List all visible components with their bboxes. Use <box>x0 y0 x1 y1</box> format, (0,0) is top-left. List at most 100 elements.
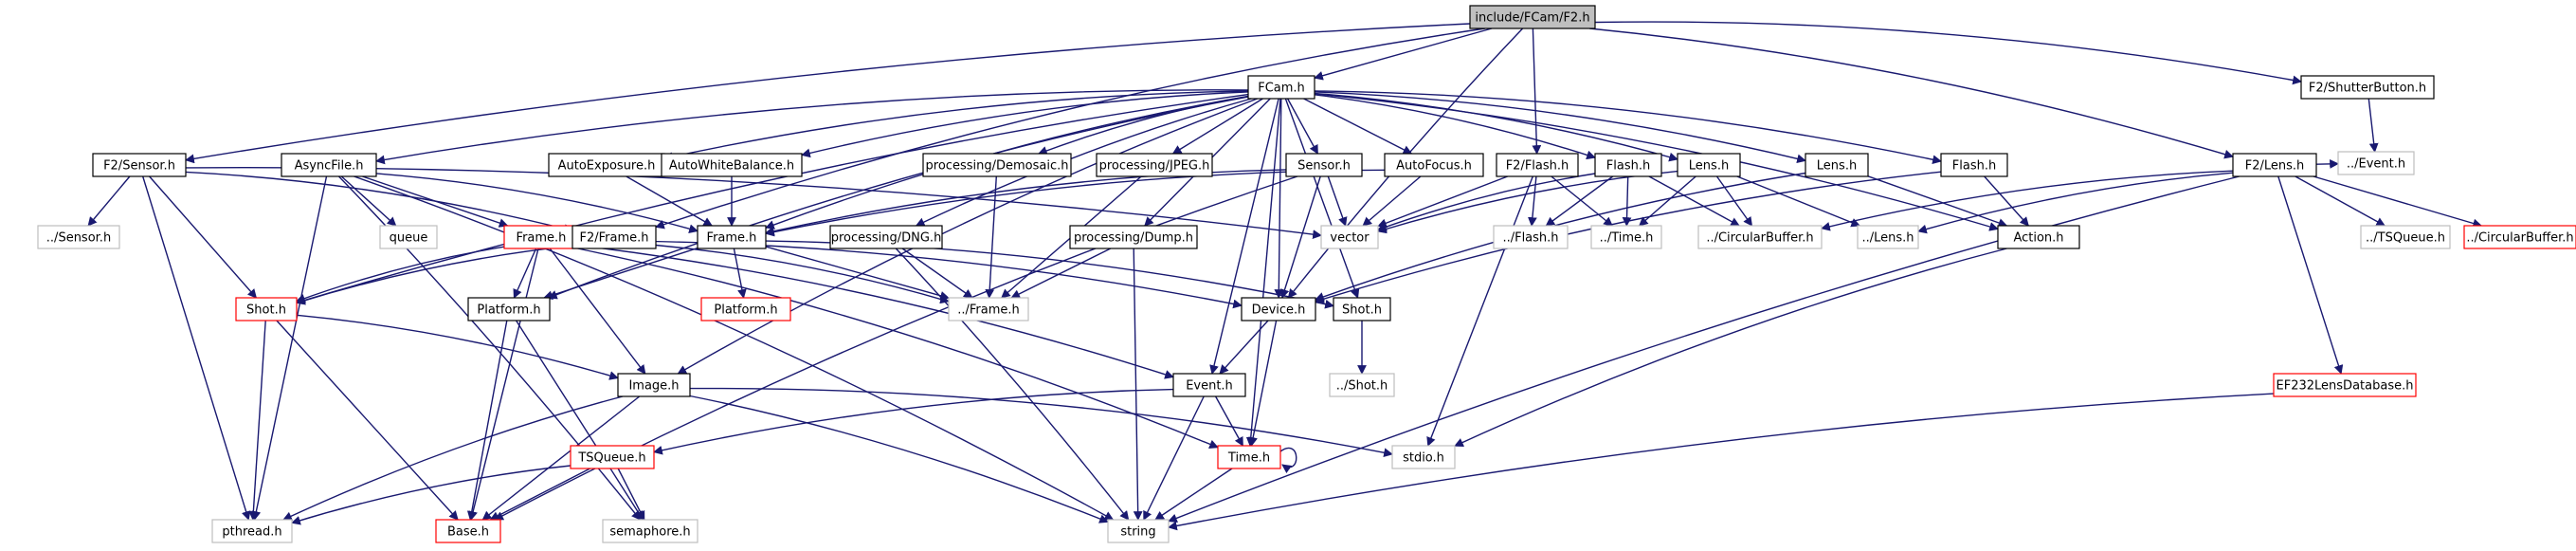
file-node-lens2[interactable]: Lens.h <box>1805 153 1869 177</box>
edge-root-to-shutter <box>1594 21 2302 85</box>
file-node-tsqueue_ext[interactable]: ../TSQueue.h <box>2360 225 2451 249</box>
file-node-box <box>467 297 551 321</box>
file-node-box <box>1493 225 1569 249</box>
file-node-dng[interactable]: processing/DNG.h <box>829 225 943 249</box>
file-node-label: ../Event.h <box>2347 157 2405 172</box>
file-node-lens_ext[interactable]: ../Lens.h <box>1857 225 1919 249</box>
file-node-box <box>661 153 803 177</box>
edge-flash1-to-circ_ext <box>1648 175 1740 227</box>
file-node-awb[interactable]: AutoWhiteBalance.h <box>661 153 803 177</box>
file-node-lens1[interactable]: Lens.h <box>1677 153 1741 177</box>
file-node-jpeg[interactable]: processing/JPEG.h <box>1096 153 1213 177</box>
file-node-ef232[interactable]: EF232LensDatabase.h <box>2273 373 2417 397</box>
file-node-label: Base.h <box>447 525 489 540</box>
file-node-fcam[interactable]: FCam.h <box>1247 75 1315 100</box>
file-node-platform[interactable]: Platform.h <box>467 297 551 321</box>
file-node-shutter[interactable]: F2/ShutterButton.h <box>2300 75 2435 100</box>
file-node-label: Event.h <box>1186 379 1233 394</box>
file-node-time_red[interactable]: Time.h <box>1217 445 1281 469</box>
edge-fcam-to-sensor <box>1286 98 1319 155</box>
file-node-dump[interactable]: processing/Dump.h <box>1069 225 1198 249</box>
file-node-box <box>1997 225 2080 249</box>
file-node-tsqueue_red[interactable]: TSQueue.h <box>570 445 655 469</box>
file-node-box <box>700 297 791 321</box>
edge-fcam-to-lens1 <box>1314 92 1678 162</box>
file-node-box <box>1805 153 1869 177</box>
file-node-sensor[interactable]: Sensor.h <box>1285 153 1363 177</box>
file-node-sensor_ext[interactable]: ../Sensor.h <box>37 225 120 249</box>
edge-fcam-to-flash2 <box>1314 90 1942 165</box>
file-node-frame[interactable]: Frame.h <box>697 225 767 249</box>
file-node-box <box>235 297 298 321</box>
edge-fcam-to-asyncfile <box>375 89 1249 165</box>
edge-device-to-time_red <box>1248 320 1278 447</box>
file-node-box <box>1677 153 1741 177</box>
file-node-image[interactable]: Image.h <box>617 373 691 397</box>
edge-fcam-to-flash1 <box>1314 94 1596 160</box>
file-node-asyncfile[interactable]: AsyncFile.h <box>281 153 377 177</box>
edge-asyncfile-to-queue <box>340 175 397 227</box>
edge-f2flash-to-time_ext <box>1551 175 1613 227</box>
edge-lens1-to-time_ext <box>1638 175 1696 227</box>
file-node-frame_ext[interactable]: ../Frame.h <box>948 297 1029 321</box>
file-node-f2lens[interactable]: F2/Lens.h <box>2232 153 2317 177</box>
file-node-flash2[interactable]: Flash.h <box>1940 153 2008 177</box>
edge-f2lens-to-lens_ext <box>1917 172 2234 234</box>
file-node-stdio[interactable]: stdio.h <box>1391 445 1456 469</box>
edge-lens1-to-vector <box>1377 170 1678 234</box>
file-node-f2sensor[interactable]: F2/Sensor.h <box>92 153 187 177</box>
file-node-f2frame[interactable]: F2/Frame.h <box>571 225 657 249</box>
file-node-shot_ext[interactable]: ../Shot.h <box>1329 373 1395 397</box>
file-node-demosaic[interactable]: processing/Demosaic.h <box>922 153 1072 177</box>
file-node-shot_red[interactable]: Shot.h <box>235 297 298 321</box>
file-node-frame_red[interactable]: Frame.h <box>503 225 579 249</box>
edge-fcam-to-jpeg <box>1171 98 1263 155</box>
file-node-box <box>1469 5 1596 29</box>
edge-shot_red-to-base <box>276 320 459 521</box>
edge-platform-to-semaphore <box>516 320 644 521</box>
file-node-action[interactable]: Action.h <box>1997 225 2080 249</box>
file-node-queue[interactable]: queue <box>379 225 438 249</box>
file-node-pthread[interactable]: pthread.h <box>211 519 293 543</box>
edge-event-to-time_red <box>1214 395 1244 447</box>
edge-device-to-event <box>1219 320 1269 375</box>
edge-f2frame-to-shot_red <box>296 245 573 305</box>
file-node-string[interactable]: string <box>1107 519 1170 543</box>
file-node-label: stdio.h <box>1403 451 1444 466</box>
file-node-label: pthread.h <box>222 525 281 540</box>
file-node-label: Lens.h <box>1689 159 1729 174</box>
file-node-device[interactable]: Device.h <box>1241 297 1316 321</box>
edge-lens2-to-action <box>1867 175 2008 228</box>
file-node-label: AutoFocus.h <box>1396 159 1472 174</box>
file-node-f2flash[interactable]: F2/Flash.h <box>1496 153 1579 177</box>
edge-asyncfile-to-semaphore <box>337 175 642 521</box>
file-node-semaphore[interactable]: semaphore.h <box>602 519 698 543</box>
file-node-root[interactable]: include/FCam/F2.h <box>1469 5 1596 29</box>
file-node-autoexposure[interactable]: AutoExposure.h <box>548 153 665 177</box>
file-node-box <box>570 445 655 469</box>
edge-root-to-f2lens <box>1589 28 2234 159</box>
edge-sensor-to-vector <box>1327 175 1348 227</box>
file-node-label: EF232LensDatabase.h <box>2277 379 2414 394</box>
file-node-label: F2/Flash.h <box>1506 159 1569 174</box>
file-node-shot[interactable]: Shot.h <box>1333 297 1391 321</box>
file-node-vector[interactable]: vector <box>1320 225 1379 249</box>
file-node-circ_ext[interactable]: ../CircularBuffer.h <box>1697 225 1823 249</box>
file-node-box <box>1333 297 1391 321</box>
file-node-flash1[interactable]: Flash.h <box>1594 153 1662 177</box>
edge-fcam-to-event <box>1209 98 1279 375</box>
file-node-box <box>379 225 438 249</box>
file-node-label: Frame.h <box>517 231 567 246</box>
file-node-event[interactable]: Event.h <box>1172 373 1246 397</box>
file-node-box <box>281 153 377 177</box>
file-node-flash_ext[interactable]: ../Flash.h <box>1493 225 1569 249</box>
file-node-time_ext[interactable]: ../Time.h <box>1590 225 1662 249</box>
file-node-circ_red[interactable]: ../CircularBuffer.h <box>2463 225 2576 249</box>
file-node-autofocus[interactable]: AutoFocus.h <box>1384 153 1484 177</box>
file-node-platform_red[interactable]: Platform.h <box>700 297 791 321</box>
file-node-base[interactable]: Base.h <box>435 519 501 543</box>
file-node-box <box>1172 373 1246 397</box>
file-node-label: F2/Lens.h <box>2245 159 2305 174</box>
file-node-box <box>1590 225 1662 249</box>
file-node-event_ext[interactable]: ../Event.h <box>2337 151 2415 175</box>
